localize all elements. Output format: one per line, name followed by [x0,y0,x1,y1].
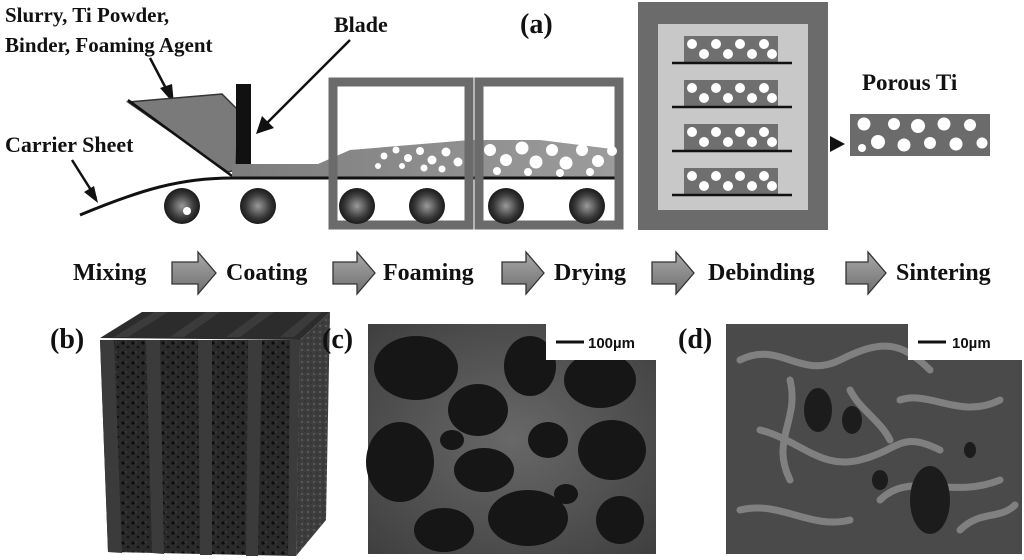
panel-c-label: (c) [322,324,353,355]
process-steps: Mixing Coating Foaming Drying Debinding … [73,250,991,296]
panel-a: (a) Slurry, Ti Powder, Binder, Foaming A… [5,2,991,296]
materials-label-line2: Binder, Foaming Agent [5,33,213,57]
drying-chamber [474,77,624,230]
sem-c-pores [366,336,646,552]
blade-pointer-line [261,39,351,129]
panel-c: (c) 100µm [322,324,656,554]
step-arrow-3 [501,250,545,296]
sem-d-grain-ridges [736,342,1019,534]
scale-label-d: 10µm [952,335,991,352]
carrier-sheet-label: Carrier Sheet [5,132,134,157]
dense-layer-stripes [100,312,322,556]
foam-bubbles [375,141,617,177]
panel-b: (b) [50,312,330,556]
hopper-wall [127,98,233,178]
step-debinding: Debinding [708,260,815,286]
product-label: Porous Ti [862,70,958,95]
materials-label-line1: Slurry, Ti Powder, [5,3,169,27]
step-mixing: Mixing [73,260,146,286]
roller-2 [240,188,276,224]
step-sintering: Sintering [896,260,991,286]
scale-label-c: 100µm [588,335,635,352]
panel-d: (d) 10µm [678,324,1022,554]
panel-a-label: (a) [520,9,553,40]
carrier-pointer-arrowhead [84,186,98,203]
cube-side-face [296,312,330,556]
doctor-blade [236,84,251,164]
roller-1 [164,188,200,224]
sem-d-pores [804,388,976,534]
roller-6 [569,188,605,224]
step-arrow-5 [845,250,887,296]
step-arrow-1 [171,250,217,296]
roller-5 [488,188,524,224]
rollers [164,188,605,224]
step-foaming: Foaming [383,260,474,286]
panel-b-label: (b) [50,324,84,355]
foaming-chamber [328,77,474,230]
slurry-hopper [125,93,239,173]
carrier-sheet [79,176,620,217]
step-arrow-4 [651,250,695,296]
porous-ti-pores [857,117,988,152]
blade-pointer-arrowhead [256,116,274,134]
step-coating: Coating [226,260,307,286]
blade-label: Blade [334,12,388,37]
output-arrowhead [830,136,845,152]
roller-3 [339,188,375,224]
panel-d-label: (d) [678,324,712,355]
roller-4 [409,188,445,224]
step-arrow-2 [332,250,376,296]
cube-top-face [100,312,330,340]
tray-bubbles [687,39,777,191]
step-drying: Drying [554,260,626,286]
